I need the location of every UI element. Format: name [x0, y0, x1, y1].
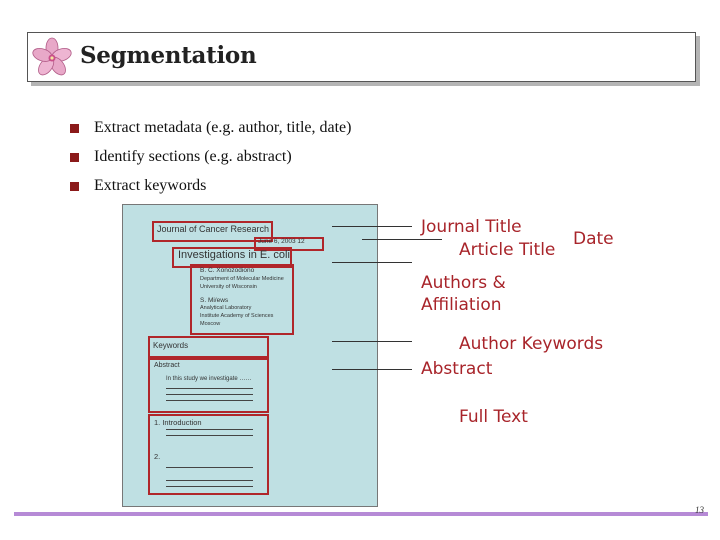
abstract-line: [166, 388, 253, 389]
date-text: June 6, 2003 12: [258, 238, 305, 245]
abstract-heading: Abstract: [154, 362, 180, 369]
flower-icon: [32, 37, 72, 76]
authors-box: [190, 264, 294, 335]
bullet-item: Extract keywords: [70, 177, 351, 206]
section2-line: [166, 480, 253, 481]
bullet-list: Extract metadata (e.g. author, title, da…: [70, 119, 351, 206]
slide-title-box: Segmentation: [27, 32, 696, 82]
article-title-text: Investigations in E. coli: [178, 249, 290, 261]
section2-heading: 2.: [154, 452, 161, 461]
bullet-text: Identify sections (e.g. abstract): [94, 148, 292, 165]
bullet-square-icon: [70, 182, 79, 191]
full-text-box: [148, 414, 269, 495]
abstract-label: Abstract: [421, 359, 493, 379]
section1-line: [166, 435, 253, 436]
bullet-text: Extract keywords: [94, 177, 207, 194]
article-title-leader-line: [362, 239, 442, 240]
author-keywords-label: Author Keywords: [459, 334, 604, 354]
journal-title-leader-line: [332, 226, 412, 227]
authors-leader-line: [332, 262, 412, 263]
section2-line: [166, 467, 253, 468]
slide-title: Segmentation: [80, 42, 257, 69]
bullet-item: Extract metadata (e.g. author, title, da…: [70, 119, 351, 148]
page-number: 13: [695, 505, 704, 515]
author1-name: B. C. Xonozodiono: [200, 267, 255, 274]
document-page-illustration: Journal of Cancer Research June 6, 2003 …: [122, 204, 378, 507]
keywords-text: Keywords: [153, 341, 189, 350]
date-box: [254, 237, 324, 251]
author1-dept: Department of Molecular Medicine: [200, 276, 284, 282]
bullet-square-icon: [70, 124, 79, 133]
abstract-text: In this study we investigate ……: [166, 376, 252, 382]
full-text-label: Full Text: [459, 407, 528, 427]
author2-name: S. Mi/ews: [200, 297, 229, 304]
keywords-box: [148, 336, 269, 358]
journal-title-text: Journal of Cancer Research: [157, 224, 270, 234]
abstract-box: [148, 358, 269, 413]
author1-univ: University of Wisconsin: [200, 284, 257, 290]
abstract-leader-line: [332, 369, 412, 370]
abstract-line: [166, 394, 253, 395]
section2-line: [166, 486, 253, 487]
bullet-item: Identify sections (e.g. abstract): [70, 148, 351, 177]
date-label: Date: [573, 229, 614, 249]
author2-inst: Institute Academy of Sciences: [200, 313, 274, 319]
authors-label-line1: Authors &: [421, 273, 506, 293]
section1-line: [166, 429, 253, 430]
authors-label-line2: Affiliation: [421, 295, 502, 315]
article-title-label: Article Title: [459, 240, 556, 260]
abstract-line: [166, 400, 253, 401]
bullet-text: Extract metadata (e.g. author, title, da…: [94, 119, 352, 136]
bullet-square-icon: [70, 153, 79, 162]
author2-dept: Analytical Laboratory: [200, 305, 252, 311]
section1-heading: 1. Introduction: [154, 418, 202, 427]
footer-bar: [14, 512, 708, 516]
keywords-leader-line: [332, 341, 412, 342]
author2-city: Moscow: [200, 321, 221, 327]
journal-title-label: Journal Title: [421, 217, 522, 237]
journal-title-box: [152, 221, 273, 242]
article-title-box: [172, 247, 292, 268]
